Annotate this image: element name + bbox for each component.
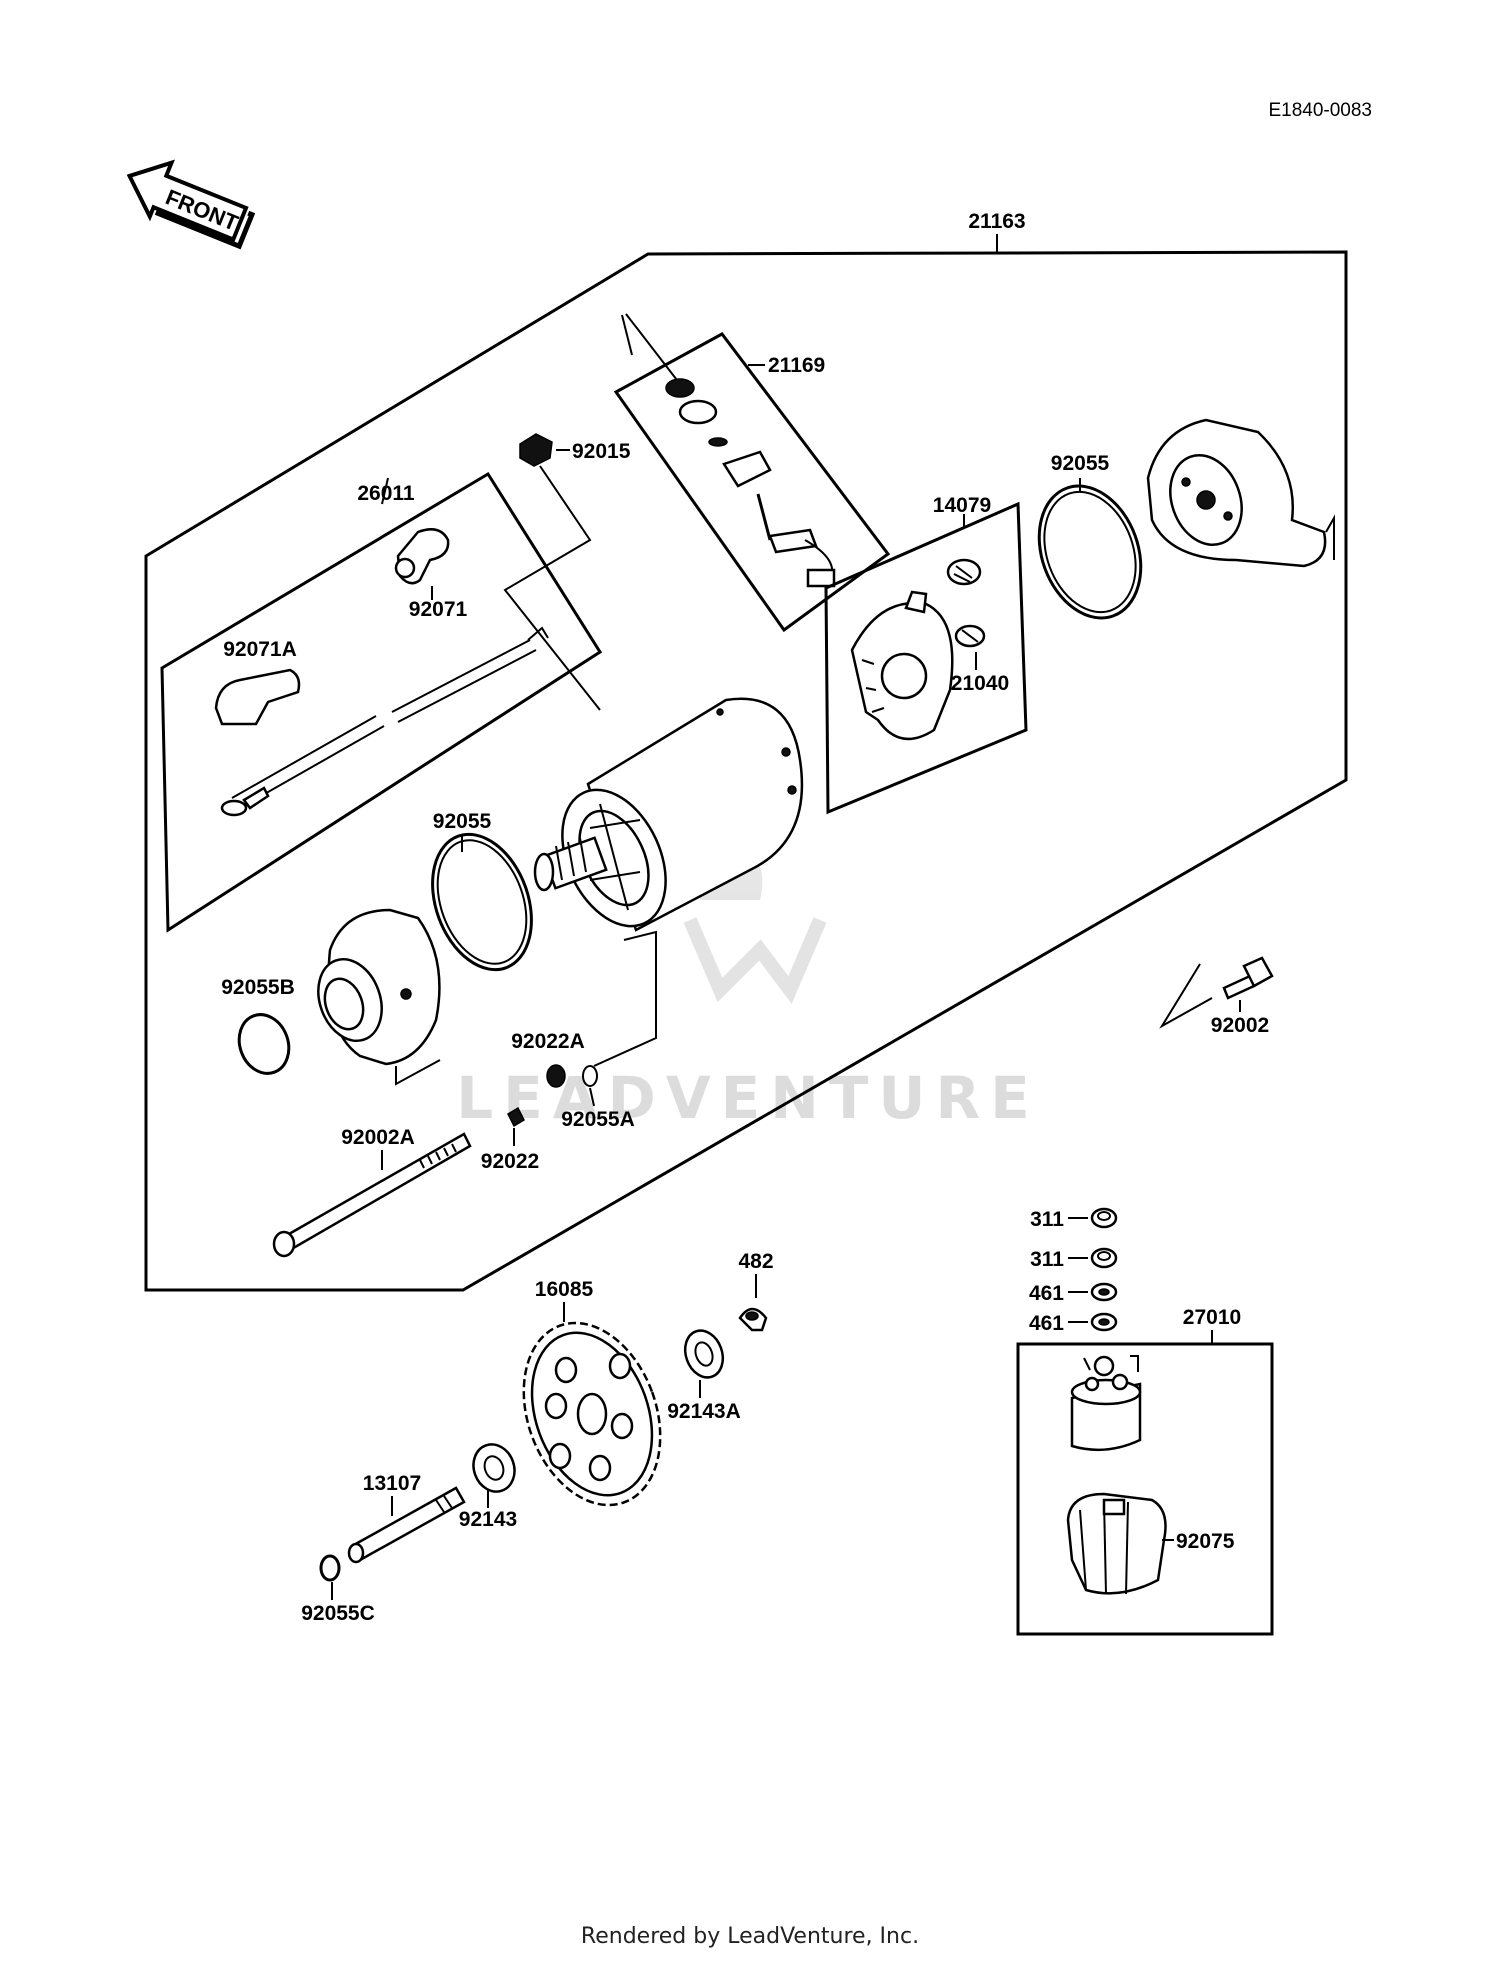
through-bolt-92002A bbox=[272, 1132, 472, 1258]
label-21163: 21163 bbox=[968, 210, 1025, 233]
bearing-92143 bbox=[472, 1443, 516, 1493]
o-ring-92055A bbox=[582, 1065, 598, 1087]
washer-461-a bbox=[1090, 1282, 1118, 1302]
label-92075: 92075 bbox=[1176, 1530, 1235, 1553]
label-92055-mid: 92055 bbox=[433, 810, 492, 833]
group-outline-26011 bbox=[160, 471, 603, 933]
part-92022A bbox=[546, 1064, 566, 1088]
footer-credit: Rendered by LeadVenture, Inc. bbox=[580, 1924, 920, 1949]
bearing-92143A bbox=[683, 1329, 725, 1379]
label-92055-top: 92055 bbox=[1051, 452, 1110, 475]
assembly-outline-21163 bbox=[144, 250, 1348, 1292]
label-92055C: 92055C bbox=[301, 1602, 375, 1625]
label-92071: 92071 bbox=[409, 598, 468, 621]
label-13107: 13107 bbox=[363, 1472, 421, 1495]
shaft-13107 bbox=[347, 1486, 466, 1564]
label-92055B: 92055B bbox=[221, 976, 295, 999]
part-92071A bbox=[214, 668, 301, 726]
label-461-a: 461 bbox=[1029, 1282, 1064, 1305]
label-92015: 92015 bbox=[572, 440, 631, 463]
label-92022: 92022 bbox=[481, 1150, 539, 1173]
label-92143A: 92143A bbox=[667, 1400, 741, 1423]
starter-motor-body bbox=[533, 697, 804, 932]
label-92022A: 92022A bbox=[511, 1030, 585, 1053]
group-outline-27010 bbox=[1016, 1342, 1274, 1636]
label-14079: 14079 bbox=[933, 494, 991, 517]
label-21169: 21169 bbox=[768, 354, 825, 377]
label-92071A: 92071A bbox=[223, 638, 297, 661]
o-ring-92055-top bbox=[1037, 484, 1143, 620]
brush-holder-parts bbox=[665, 378, 836, 588]
label-92002A: 92002A bbox=[341, 1126, 415, 1149]
brush-spring bbox=[946, 558, 986, 648]
starter-relay bbox=[1070, 1355, 1142, 1452]
lead-wire-cable bbox=[220, 626, 549, 817]
group-outline-21169 bbox=[613, 332, 891, 633]
label-26011: 26011 bbox=[357, 482, 415, 505]
idle-gear-16085 bbox=[522, 1321, 662, 1507]
label-461-b: 461 bbox=[1029, 1312, 1064, 1335]
label-311-a: 311 bbox=[1030, 1208, 1064, 1231]
label-27010: 27010 bbox=[1183, 1306, 1241, 1329]
o-ring-92055C bbox=[319, 1554, 341, 1582]
label-16085: 16085 bbox=[535, 1278, 594, 1301]
group-outline-14079 bbox=[824, 501, 1028, 815]
relay-cover-92075 bbox=[1066, 1492, 1167, 1595]
washer-461-b bbox=[1090, 1312, 1118, 1332]
label-92143: 92143 bbox=[459, 1508, 517, 1531]
part-92015 bbox=[519, 433, 553, 467]
front-end-cover bbox=[317, 908, 441, 1066]
clip-482 bbox=[738, 1307, 768, 1332]
brush-plate bbox=[850, 590, 954, 741]
watermark-text: LEADVENTURE bbox=[456, 1064, 1040, 1132]
bolt-92002 bbox=[1222, 956, 1274, 1000]
part-92022 bbox=[507, 1106, 525, 1128]
label-482: 482 bbox=[738, 1250, 773, 1273]
front-arrow-icon: FRONT bbox=[126, 159, 256, 250]
o-ring-92055-mid bbox=[431, 832, 533, 972]
part-92071 bbox=[394, 528, 450, 585]
diagram-code: E1840-0083 bbox=[1268, 100, 1372, 121]
watermark: LEADVENTURE bbox=[456, 855, 1040, 1132]
label-92055A: 92055A bbox=[561, 1108, 635, 1131]
label-92002: 92002 bbox=[1211, 1014, 1269, 1037]
o-ring-92055B bbox=[237, 1013, 291, 1075]
nut-311-b bbox=[1090, 1247, 1118, 1269]
label-21040: 21040 bbox=[951, 672, 1009, 695]
nut-311-a bbox=[1090, 1207, 1118, 1229]
label-311-b: 311 bbox=[1030, 1248, 1064, 1271]
rear-end-cover bbox=[1146, 418, 1327, 568]
